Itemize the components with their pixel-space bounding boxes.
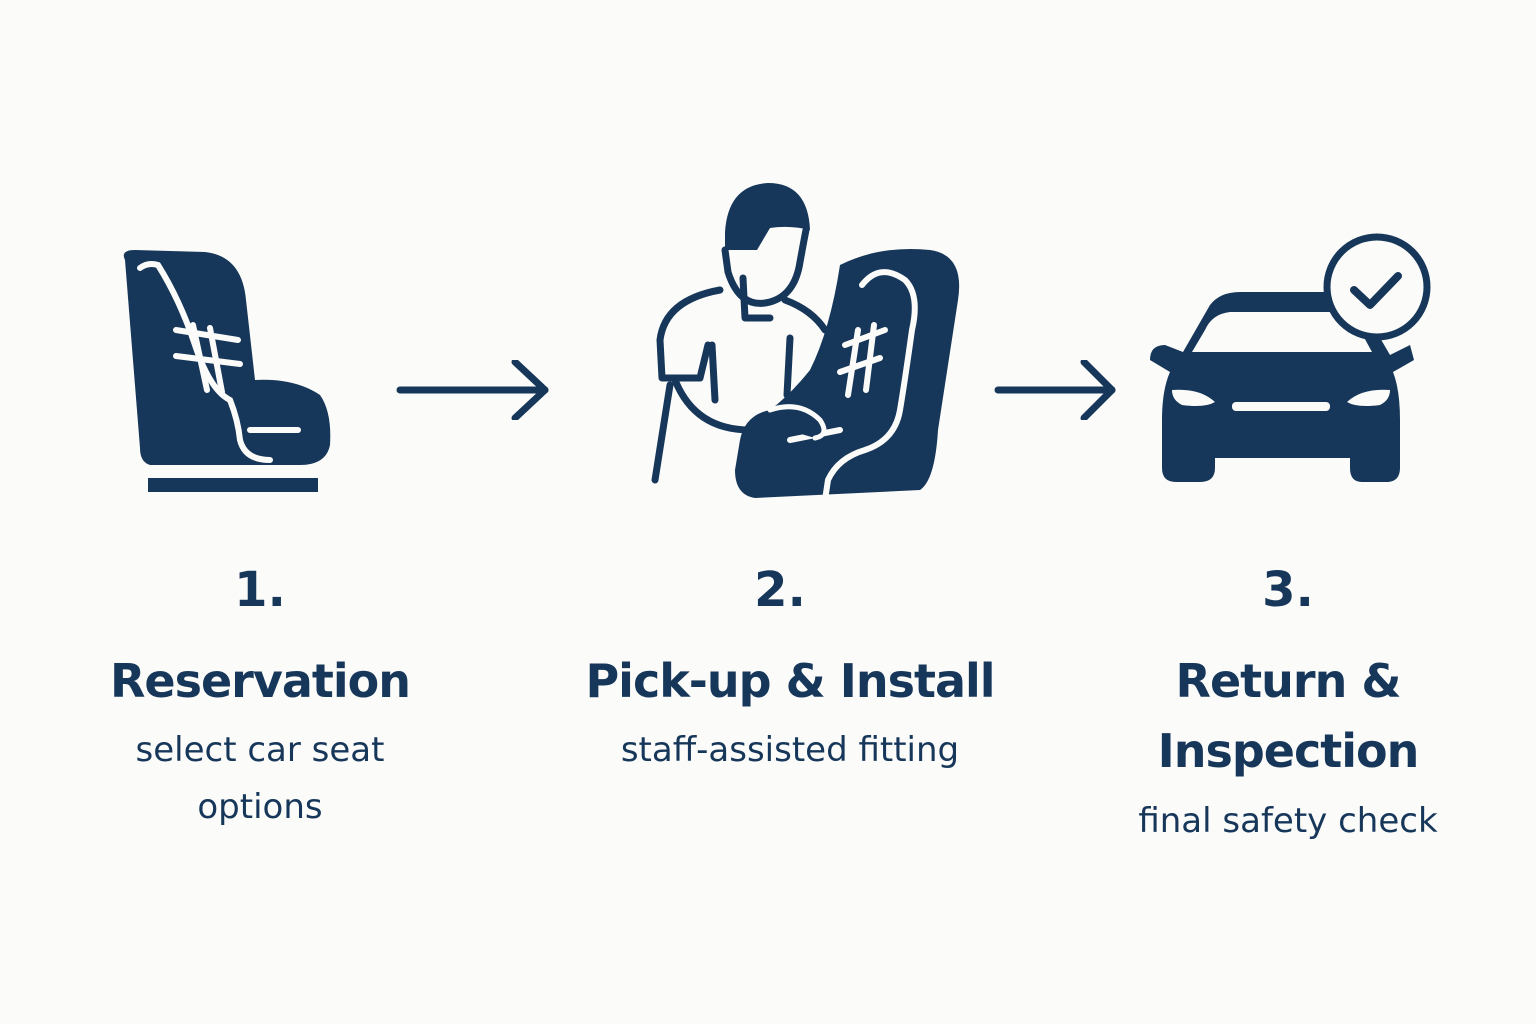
car-check-icon [1150, 233, 1431, 482]
step-number: 3. [1262, 562, 1314, 618]
step-number: 2. [754, 562, 806, 618]
car-seat-icon [123, 250, 331, 492]
step-title: Return & Inspection [1157, 654, 1420, 778]
step-description: final safety check [1138, 801, 1438, 841]
arrow-right-icon [396, 360, 549, 420]
step-title: Pick-up & Install [585, 654, 995, 708]
step-number: 1. [234, 562, 286, 618]
arrow-right-icon [994, 360, 1116, 420]
step-title: Reservation [109, 654, 411, 708]
person-installing-seat-icon [651, 183, 960, 503]
step-description: staff-assisted fitting [620, 730, 960, 770]
step-description: select car seat options [135, 730, 385, 827]
